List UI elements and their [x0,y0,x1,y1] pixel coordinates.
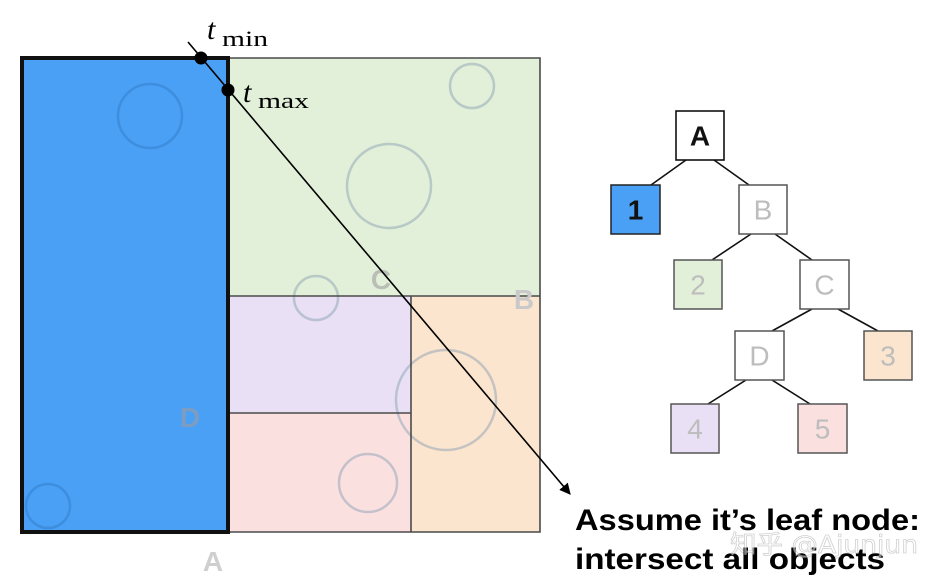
spatial-partition: D C B A t min t max [20,13,571,577]
t-max-subscript: max [258,88,309,113]
tree-node-c: C [799,259,850,310]
tree-node-box [734,330,785,381]
bvh-tree: A 1 B 2 C D 3 4 [610,110,913,454]
region-label-c: C [371,264,391,295]
region-label-b: B [514,284,534,315]
tree-node-box [610,184,661,235]
tree-node-box [675,110,725,161]
caption-line-1: Assume it’s leaf node: [575,504,920,537]
tree-edge [711,233,752,261]
tree-node-a: A [675,110,725,161]
tree-node-label: 3 [880,341,896,372]
tree-node-box [670,403,720,454]
tree-node-label: C [814,270,834,301]
region-label-d: D [180,402,200,433]
tree-node-box [863,330,913,381]
leaf-region-3 [411,296,540,532]
leaf-region-5 [228,413,411,532]
tree-edge [713,159,750,186]
tree-node-label: D [749,341,769,372]
tree-edge [771,308,813,332]
object-circle [448,62,496,110]
tree-node-box [673,259,723,310]
tree-edge [771,379,811,405]
object-circle [394,348,498,452]
object-circle [292,274,340,322]
ray-line [187,41,571,495]
tree-node-label: 5 [815,414,831,445]
tree-node-box [799,259,850,310]
object-circle [337,452,399,514]
tree-edge [774,233,813,261]
t-min-label: t [207,13,216,46]
leaf-region-1-highlight [20,56,230,534]
tree-node-label: 1 [628,195,644,226]
region-label-a: A [203,546,223,577]
tree-edge [707,379,747,405]
t-min-subscript: min [222,26,268,51]
t-min-point [194,51,208,65]
object-circle [24,482,72,530]
tree-node-label: 2 [690,270,706,301]
leaf-region-4 [228,296,411,413]
tree-node-label: B [754,195,773,226]
leaf-region-2 [228,58,540,296]
object-circle [116,82,184,150]
tree-node-2: 2 [673,259,723,310]
tree-node-b: B [738,184,788,235]
tree-edge [650,159,687,186]
tree-node-5: 5 [797,403,848,454]
caption-line-2: intersect all objects [575,543,885,576]
partition-outline [228,57,541,533]
tree-node-d: D [734,330,785,381]
tree-node-label: A [690,121,710,152]
t-max-label: t [243,76,252,109]
tree-node-3: 3 [863,330,913,381]
tree-edge [837,308,879,332]
leaf-region-1 [22,58,228,532]
tree-node-4: 4 [670,403,720,454]
watermark: 知乎 @Ajunjun [730,530,918,559]
object-circle [345,142,433,230]
tree-node-box [797,403,848,454]
tree-node-box [738,184,788,235]
tree-node-label: 4 [687,414,703,445]
t-max-point [221,83,235,97]
tree-node-1: 1 [610,184,661,235]
